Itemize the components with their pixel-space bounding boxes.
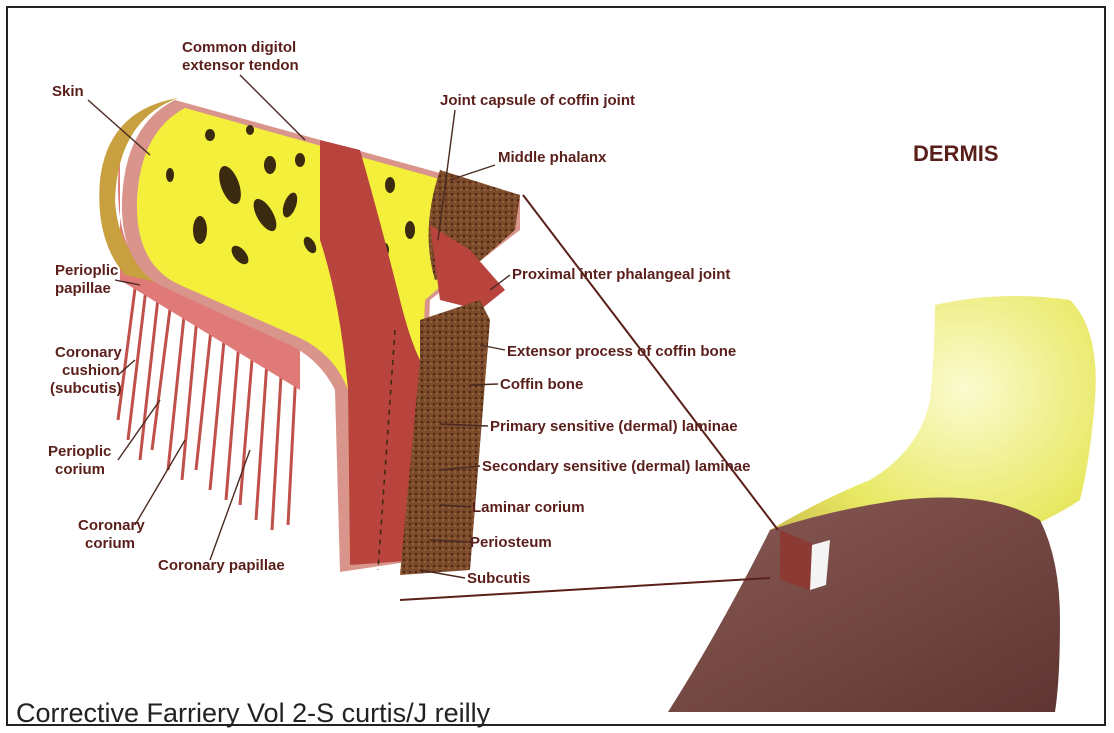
label-skin: Skin bbox=[52, 83, 84, 100]
label-extensor-process: Extensor process of coffin bone bbox=[507, 343, 736, 360]
label-coronary-corium-2: corium bbox=[85, 535, 135, 552]
label-coronary-cushion-2: cushion bbox=[62, 362, 120, 379]
zoom-line-bottom bbox=[400, 578, 770, 600]
label-common-digital-1: Common digitol bbox=[182, 39, 296, 56]
label-coffin-bone: Coffin bone bbox=[500, 376, 583, 393]
label-coronary-cushion-1: Coronary bbox=[55, 344, 122, 361]
label-perioplic-corium-2: corium bbox=[55, 461, 105, 478]
label-proximal-joint: Proximal inter phalangeal joint bbox=[512, 266, 730, 283]
label-coronary-papillae: Coronary papillae bbox=[158, 557, 285, 574]
label-periosteum: Periosteum bbox=[470, 534, 552, 551]
label-laminar-corium: Laminar corium bbox=[472, 499, 585, 516]
label-coronary-corium-1: Coronary bbox=[78, 517, 145, 534]
label-common-digital-2: extensor tendon bbox=[182, 57, 299, 74]
label-middle-phalanx: Middle phalanx bbox=[498, 149, 607, 166]
label-perioplic-corium-1: Perioplic bbox=[48, 443, 111, 460]
label-subcutis: Subcutis bbox=[467, 570, 530, 587]
title-dermis: DERMIS bbox=[913, 141, 999, 166]
label-periople-2: papillae bbox=[55, 280, 111, 297]
label-secondary-laminae: Secondary sensitive (dermal) laminae bbox=[482, 458, 750, 475]
label-periople-1: Perioplic bbox=[55, 262, 118, 279]
label-coronary-cushion-3: (subcutis) bbox=[50, 380, 122, 397]
zoom-line-top bbox=[523, 195, 778, 530]
credit-text: Corrective Farriery Vol 2-S curtis/J rei… bbox=[16, 698, 491, 728]
hoof-wall bbox=[668, 498, 1060, 713]
label-joint-capsule: Joint capsule of coffin joint bbox=[440, 92, 635, 109]
label-primary-laminae: Primary sensitive (dermal) laminae bbox=[490, 418, 738, 435]
cross-section-illustration bbox=[99, 98, 520, 575]
